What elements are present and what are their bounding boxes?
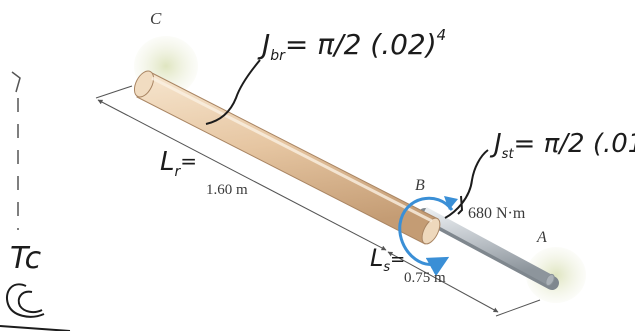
hand-l-brass: Lr= [160,147,197,180]
torque-label: 680 N·m [468,205,526,222]
dimension-tick-c [95,85,133,99]
hand-l-steel: Ls= [370,244,405,275]
leader-j-brass [205,59,261,125]
hand-tc: Tc [10,241,42,276]
hand-j-brass: Jbr= π/2 (.02)4 [257,26,446,64]
length-steel-label: 0.75 m [404,270,446,286]
brass-shaft-end-b [421,217,441,245]
scribble-base-line [0,325,71,331]
dimension-tick-a [495,299,541,317]
point-c-label: C [150,9,162,28]
leader-torque [457,195,464,215]
brass-shaft-end-c [133,70,155,98]
point-b-label: B [415,177,425,194]
torque-arrow-head-top [444,196,458,210]
hand-j-steel: Jst= π/2 (.015)4 [489,126,635,162]
length-brass-label: 1.60 m [206,182,248,198]
steel-shaft-end-a [545,273,555,287]
steel-shaft [421,207,553,285]
leader-j-steel [444,149,489,219]
dimension-line-brass [97,99,387,251]
scribble-y-mark [11,71,21,93]
dimension-line-steel [387,251,499,313]
scribble-c-curve [6,283,45,318]
scribble-c-curve-2 [17,290,43,314]
support-a-glow [526,247,586,303]
point-a-label: A [536,229,547,246]
